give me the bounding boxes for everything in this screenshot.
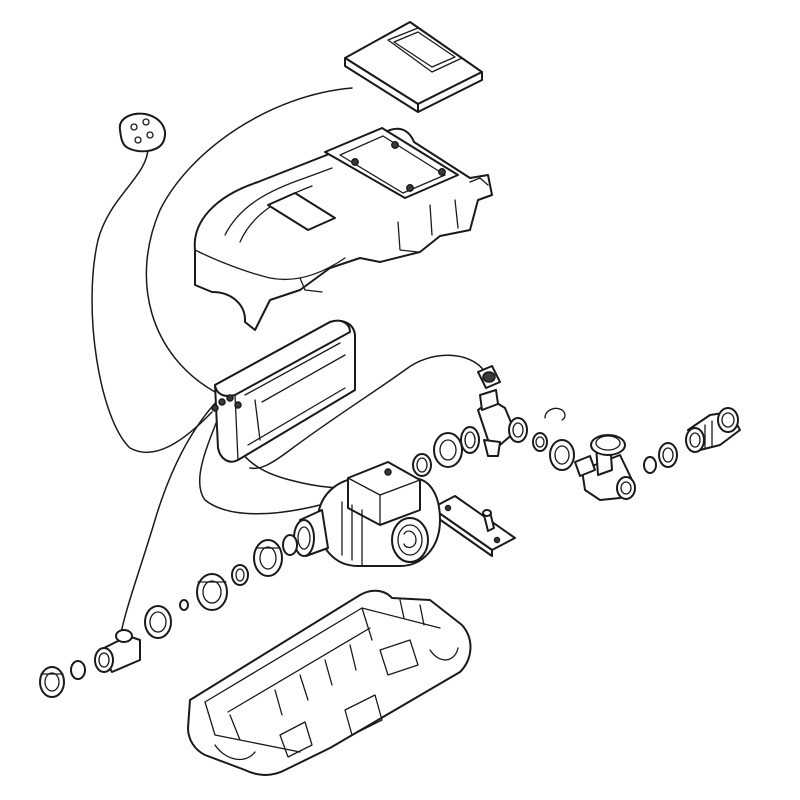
seal-ring-a: [412, 453, 432, 477]
seal-ring-d: [282, 534, 298, 556]
adapter-sleeve: [144, 605, 172, 639]
valve-sensor-cable: [249, 354, 486, 470]
inlet-sensor-cable: [119, 399, 219, 639]
sensor-probe: [118, 112, 166, 153]
mounting-bracket: [431, 495, 516, 557]
circulation-pump: [293, 461, 441, 567]
small-o-ring: [179, 599, 189, 611]
seal-ring-e: [231, 564, 249, 586]
union-nut-c: [658, 442, 678, 468]
retaining-clip: [544, 407, 566, 421]
pressure-gauge-tee: [574, 434, 636, 501]
pump-cable-a: [198, 407, 321, 515]
base-housing: [187, 589, 472, 776]
control-box: [211, 319, 356, 463]
union-nut-a: [433, 432, 463, 468]
seal-ring-c: [643, 456, 657, 474]
union-nut-d: [253, 539, 283, 577]
top-cover: [193, 127, 493, 331]
seal-ring-f: [70, 660, 86, 680]
seal-ring-b: [532, 432, 548, 452]
elbow-fitting: [685, 407, 741, 453]
union-nut-b: [549, 439, 575, 471]
union-nut-e: [196, 573, 228, 611]
inlet-sensor-fitting: [94, 629, 141, 673]
valve-sensor-connector: [477, 365, 501, 389]
remote-control-display: [344, 21, 483, 113]
union-nut-f: [39, 666, 65, 698]
remote-display-cable: [145, 87, 353, 393]
sensor-probe-cable: [91, 144, 213, 453]
check-valve: [460, 389, 528, 457]
